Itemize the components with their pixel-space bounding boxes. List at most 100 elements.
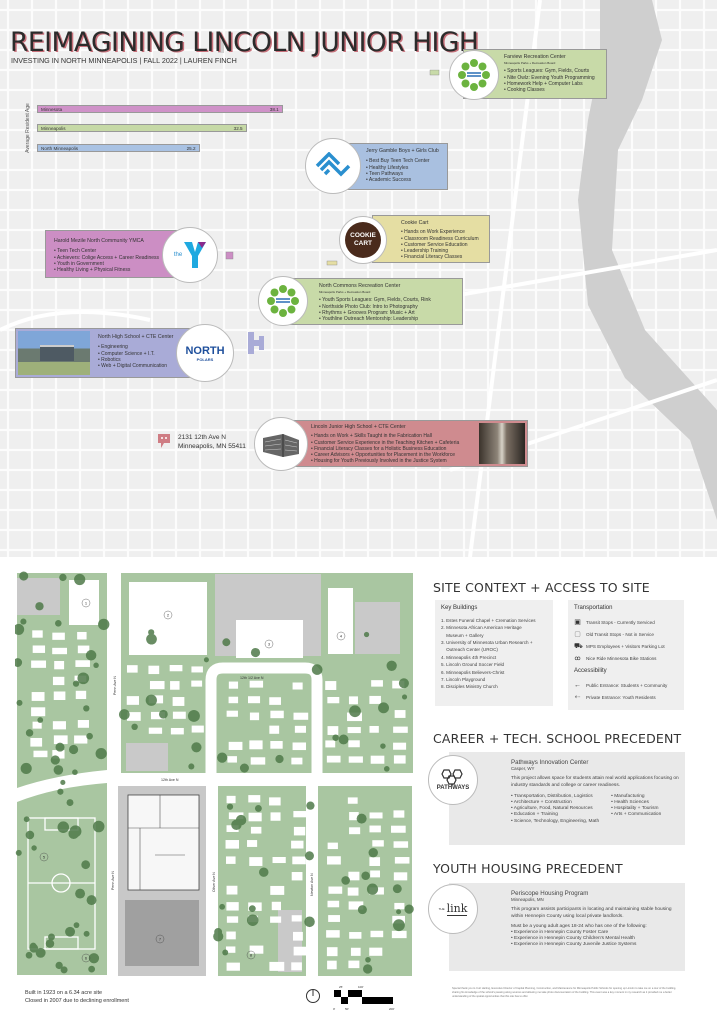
list-item: Robotics bbox=[98, 357, 199, 363]
tree bbox=[365, 956, 371, 963]
house bbox=[32, 645, 46, 653]
house bbox=[269, 697, 281, 705]
list-item: Healthy Living + Physical Fitness bbox=[54, 267, 194, 273]
cookie-cart-logo: COOKIE CART bbox=[339, 216, 387, 264]
site-facts: Built in 1923 on a 6.34 acre site Closed… bbox=[25, 990, 129, 1005]
scale-label: 100' bbox=[358, 985, 364, 989]
card-title: Cookie Cart bbox=[401, 220, 429, 226]
tree bbox=[187, 709, 200, 722]
list-item: Experience in Hennepin County Foster Car… bbox=[511, 930, 679, 936]
building-4 bbox=[328, 588, 353, 654]
house bbox=[225, 946, 236, 953]
house bbox=[228, 696, 239, 704]
house bbox=[348, 960, 360, 969]
house bbox=[326, 947, 338, 957]
house bbox=[348, 696, 358, 705]
tree bbox=[98, 618, 110, 631]
house bbox=[75, 690, 87, 700]
house bbox=[249, 680, 264, 688]
tree bbox=[363, 964, 373, 974]
street-label-12th: 12th Ave N bbox=[161, 778, 179, 782]
building-marker-number: 3 bbox=[268, 641, 271, 646]
house bbox=[393, 755, 406, 764]
parcel-cookie-cart bbox=[326, 260, 338, 266]
house bbox=[226, 931, 236, 940]
precedent-description: This project allows space for students a… bbox=[511, 776, 679, 788]
tree bbox=[66, 799, 74, 807]
tree bbox=[60, 966, 68, 974]
house bbox=[270, 885, 285, 895]
tree bbox=[20, 762, 32, 774]
legend-label: MPS Employees + Visitors Parking Lot bbox=[586, 643, 665, 649]
bar-value: 25.2 bbox=[186, 146, 196, 151]
tree bbox=[304, 851, 314, 861]
tree bbox=[392, 884, 402, 894]
house bbox=[226, 825, 239, 832]
tree bbox=[45, 939, 55, 948]
tree bbox=[19, 571, 29, 581]
building-marker bbox=[336, 631, 346, 641]
tree bbox=[398, 678, 409, 689]
location-pin-icon bbox=[158, 434, 170, 448]
building-marker bbox=[39, 852, 49, 862]
card-title: Harold Mezile North Community YMCA bbox=[54, 238, 144, 244]
house bbox=[349, 932, 362, 939]
house bbox=[31, 692, 45, 701]
house bbox=[370, 870, 381, 878]
card-title: North Commons Recreation Center bbox=[319, 283, 401, 289]
house bbox=[394, 857, 410, 864]
scale-label: 50' bbox=[345, 1007, 349, 1011]
tree bbox=[386, 660, 397, 671]
house bbox=[349, 812, 359, 821]
cookie-cart-card: Cookie Cart Hands on Work ExperienceClas… bbox=[372, 215, 490, 263]
house bbox=[228, 741, 243, 750]
tree bbox=[250, 647, 261, 658]
precedent-location: Casper, WY bbox=[511, 766, 535, 772]
site-plan: Penn Ave N 12th 1/2 Ave N 12th Ave N Pen… bbox=[15, 570, 415, 980]
list-item: Science, Technology, Engineering, Math bbox=[511, 819, 599, 825]
lincoln-building-sketch bbox=[254, 417, 308, 471]
legend-parking: ⛟MPS Employees + Visitors Parking Lot bbox=[574, 641, 678, 653]
house bbox=[328, 886, 343, 894]
tree bbox=[146, 633, 157, 645]
tree bbox=[68, 744, 79, 755]
tree bbox=[159, 709, 168, 719]
house bbox=[191, 680, 203, 687]
list-item: Sports Leagues: Gym, Fields, Courts bbox=[504, 68, 606, 74]
list-item: Youth Sports Leagues: Gym, Fields, Court… bbox=[319, 297, 462, 303]
tree bbox=[219, 903, 226, 910]
tree bbox=[248, 905, 256, 913]
eligibility-text: Must be a young adult ages 18-24 who has… bbox=[511, 923, 647, 929]
address-line-2: Minneapolis, MN 55411 bbox=[178, 442, 246, 450]
house bbox=[248, 795, 261, 803]
list-item: Financial Literacy Classes bbox=[401, 254, 489, 260]
list-item: 1. Estes Funeral Chapel + Cremation Serv… bbox=[441, 617, 536, 623]
building-marker bbox=[163, 610, 173, 620]
tree bbox=[20, 618, 27, 625]
house bbox=[126, 712, 141, 721]
house bbox=[293, 946, 308, 956]
house bbox=[325, 681, 337, 690]
tree bbox=[57, 821, 70, 833]
tree bbox=[222, 638, 231, 647]
house bbox=[74, 735, 88, 744]
street-label-penn-south: Penn Ave N bbox=[111, 871, 115, 890]
house bbox=[32, 630, 43, 638]
street-label-newton: Newton Ave N bbox=[310, 873, 314, 896]
house bbox=[394, 902, 405, 910]
house bbox=[31, 707, 46, 717]
north-polars-logo: NORTH POLARS bbox=[176, 324, 234, 382]
tree bbox=[356, 813, 367, 824]
arrow-left-dashed-icon: ⇠ bbox=[574, 693, 581, 701]
tree bbox=[368, 847, 378, 858]
tree bbox=[213, 931, 224, 942]
tree bbox=[88, 953, 100, 964]
house bbox=[54, 660, 65, 670]
house bbox=[226, 885, 238, 895]
house bbox=[226, 902, 239, 911]
building-1 bbox=[69, 580, 99, 625]
house bbox=[248, 812, 262, 822]
building-marker-number: 8 bbox=[250, 952, 253, 957]
house bbox=[328, 915, 340, 922]
house bbox=[348, 740, 360, 748]
